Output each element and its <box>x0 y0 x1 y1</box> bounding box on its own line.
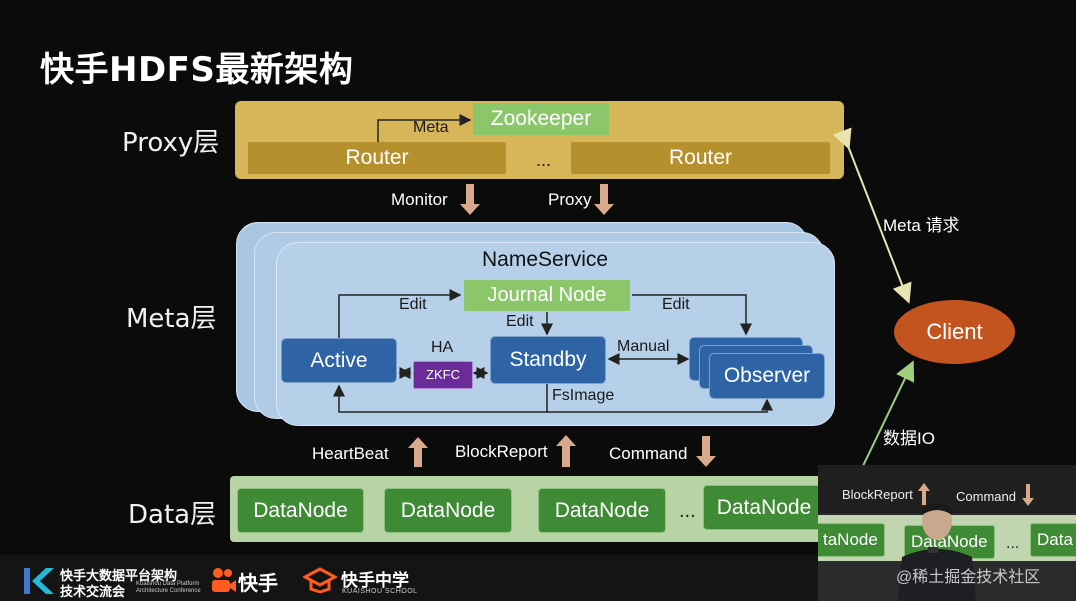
datanode-ellipsis: ... <box>679 500 696 522</box>
pip-blockreport-label: BlockReport <box>842 487 913 502</box>
journal-node: Journal Node <box>464 280 630 311</box>
proxy-layer-label: Proxy层 <box>122 128 220 158</box>
school-brand-en: KUAISHOU SCHOOL <box>342 588 418 595</box>
monitor-label: Monitor <box>391 190 448 209</box>
watermark-text: @稀土掘金技术社区 <box>896 569 1041 586</box>
manual-label: Manual <box>617 338 670 355</box>
proxy-arrow-icon <box>594 184 614 215</box>
school-logo-icon <box>303 567 337 593</box>
datanode-3: DataNode <box>538 488 666 533</box>
pip-command-label: Command <box>956 489 1016 504</box>
edit-label-right: Edit <box>662 296 690 313</box>
command-label: Command <box>609 444 688 463</box>
pip-top-area <box>818 465 1076 513</box>
zookeeper-node: Zookeeper <box>473 103 609 135</box>
blockreport-label: BlockReport <box>455 442 548 461</box>
zkfc-node: ZKFC <box>413 361 473 389</box>
data-io-label: 数据IO <box>883 429 935 448</box>
meta-request-label: Meta 请求 <box>883 216 960 235</box>
datanode-2: DataNode <box>384 488 512 533</box>
meta-connector <box>377 114 472 142</box>
blockreport-arrow-icon <box>556 435 576 467</box>
data-io-line <box>861 360 915 469</box>
kuaishou-logo-icon <box>212 568 236 592</box>
fsimage-label: FsImage <box>552 387 615 404</box>
pip-blockreport-arrow-icon <box>918 483 930 505</box>
nameservice-title: NameService <box>482 248 609 271</box>
client-node: Client <box>894 300 1015 364</box>
monitor-arrow-icon <box>460 184 480 215</box>
school-brand: 快手中学 <box>341 571 409 590</box>
observer-namenode: Observer <box>709 353 825 399</box>
kdp-logo-icon <box>24 568 54 594</box>
edit-label-left: Edit <box>399 296 427 313</box>
speaker-figure-icon <box>898 502 976 601</box>
page-title: 快手HDFS最新架构 <box>40 50 354 90</box>
kuaishou-brand: 快手 <box>238 573 278 595</box>
heartbeat-label: HeartBeat <box>312 444 389 463</box>
proxy-label: Proxy <box>548 190 592 209</box>
conference-title-line2: 技术交流会 <box>60 584 126 599</box>
conference-en-line2: Architecture Conference <box>136 588 201 594</box>
command-arrow-icon <box>696 436 716 467</box>
active-namenode: Active <box>281 338 397 383</box>
edit-label-down: Edit <box>506 313 534 330</box>
pip-command-arrow-icon <box>1022 484 1034 506</box>
datanode-4: DataNode <box>703 485 825 530</box>
data-layer-label: Data层 <box>128 500 217 530</box>
ha-label: HA <box>431 339 454 356</box>
pip-ellipsis: ... <box>1006 535 1020 552</box>
heartbeat-arrow-icon <box>408 437 428 467</box>
meta-request-line <box>832 127 912 304</box>
pip-datanode-3: Data <box>1030 523 1076 557</box>
speaker-video-overlay: BlockReport Command taNode DataNode ... … <box>818 465 1076 601</box>
conference-title-line1: 快手大数据平台架构 <box>60 568 178 583</box>
conference-en-line1: Kuaishou Data Platform <box>136 581 200 587</box>
standby-namenode: Standby <box>490 336 606 384</box>
router-ellipsis: ... <box>536 150 552 170</box>
conference-title-en: Kuaishou Data Platform Architecture Conf… <box>136 581 201 595</box>
datanode-1: DataNode <box>237 488 364 533</box>
router-right: Router <box>571 142 830 174</box>
pip-datanode-1: taNode <box>818 523 885 557</box>
meta-label: Meta <box>413 119 449 136</box>
router-left: Router <box>248 142 506 174</box>
meta-layer-label: Meta层 <box>126 304 217 334</box>
